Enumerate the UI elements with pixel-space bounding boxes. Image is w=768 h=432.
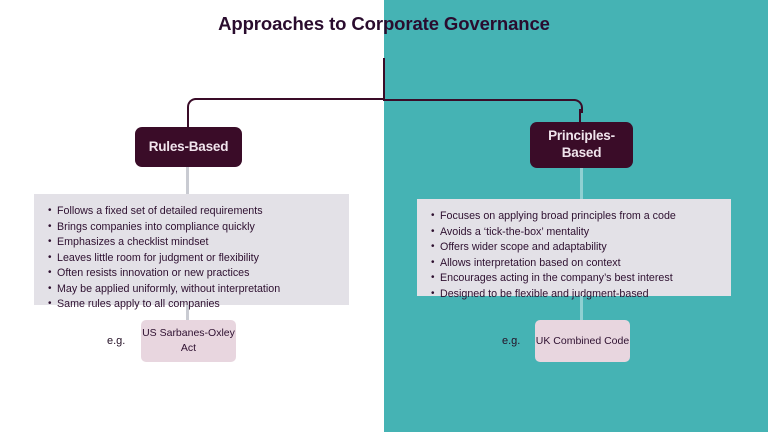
drop-connector-principles: [579, 109, 581, 125]
bullet-list-principles-based: Focuses on applying broad principles fro…: [431, 209, 717, 302]
connector-rules-to-bullets: [186, 167, 189, 195]
list-item: Leaves little room for judgment or flexi…: [48, 251, 335, 267]
bullet-panel-rules-based: Follows a fixed set of detailed requirem…: [34, 194, 349, 311]
list-item: Same rules apply to all companies: [48, 297, 335, 313]
list-item: Offers wider scope and adaptability: [431, 240, 717, 256]
list-item: Follows a fixed set of detailed requirem…: [48, 204, 335, 220]
trunk-horizontal-left: [195, 98, 385, 100]
category-box-rules-based[interactable]: Rules-Based: [135, 127, 242, 167]
connector-bullets-to-example-left: [186, 305, 189, 321]
bullet-panel-principles-based: Focuses on applying broad principles fro…: [417, 199, 731, 301]
trunk-horizontal-right: [383, 99, 575, 101]
trunk-vertical-connector: [383, 58, 385, 100]
drop-connector-rules: [187, 108, 189, 129]
example-label-left: e.g.: [107, 335, 126, 347]
list-item: Allows interpretation based on context: [431, 256, 717, 272]
list-item: Emphasizes a checklist mindset: [48, 235, 335, 251]
list-item: Focuses on applying broad principles fro…: [431, 209, 717, 225]
list-item: May be applied uniformly, without interp…: [48, 282, 335, 298]
bullet-list-rules-based: Follows a fixed set of detailed requirem…: [48, 204, 335, 313]
list-item: Encourages acting in the company’s best …: [431, 271, 717, 287]
connector-bullets-to-example-right: [580, 296, 583, 321]
list-item: Often resists innovation or new practice…: [48, 266, 335, 282]
page-title: Approaches to Corporate Governance: [218, 13, 550, 34]
example-box-rules-based[interactable]: US Sarbanes-Oxley Act: [141, 320, 236, 362]
example-box-principles-based[interactable]: UK Combined Code: [535, 320, 630, 362]
list-item: Brings companies into compliance quickly: [48, 220, 335, 236]
example-label-right: e.g.: [502, 335, 521, 347]
list-item: Designed to be flexible and judgment-bas…: [431, 287, 717, 303]
corner-left-elbow: [187, 98, 199, 112]
connector-principles-to-bullets: [580, 168, 583, 200]
category-box-principles-based[interactable]: Principles-Based: [530, 122, 633, 168]
corner-right-elbow: [571, 99, 583, 113]
list-item: Avoids a ‘tick-the-box’ mentality: [431, 225, 717, 241]
